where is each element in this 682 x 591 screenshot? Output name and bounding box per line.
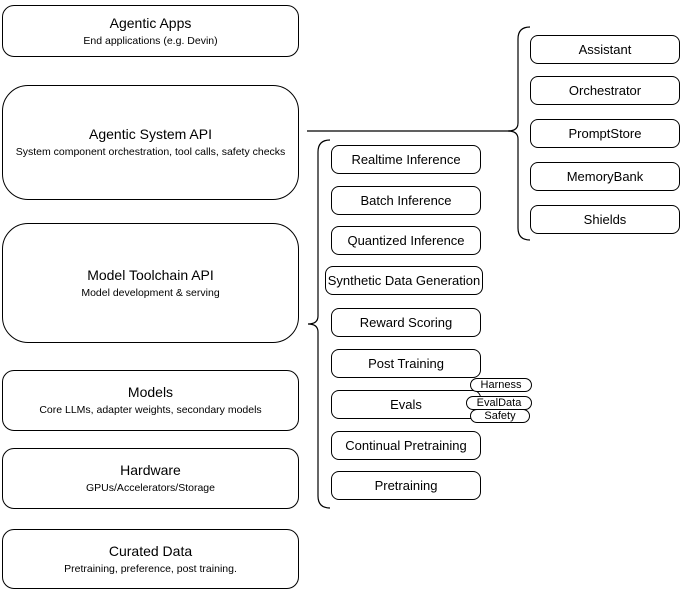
toolchain-item-quantized-inference: Quantized Inference xyxy=(331,226,481,255)
toolchain-item-reward-scoring: Reward Scoring xyxy=(331,308,481,337)
toolchain-brace xyxy=(307,139,331,509)
box-curated-data-title: Curated Data xyxy=(108,542,193,559)
toolchain-item-label: Post Training xyxy=(368,356,444,371)
system-item-promptstore: PromptStore xyxy=(530,119,680,148)
evals-tag-label: EvalData xyxy=(476,397,522,409)
evals-tag-harness: Harness xyxy=(470,378,532,392)
box-hardware-subtitle: GPUs/Accelerators/Storage xyxy=(86,482,215,494)
toolchain-item-label: Reward Scoring xyxy=(359,315,453,330)
evals-tag-label: Harness xyxy=(480,379,522,391)
box-agentic-system-api-subtitle: System component orchestration, tool cal… xyxy=(15,146,286,158)
toolchain-item-label: Realtime Inference xyxy=(351,152,461,167)
box-agentic-apps-title: Agentic Apps xyxy=(109,14,192,31)
toolchain-item-label: Evals xyxy=(390,397,422,412)
box-models: Models Core LLMs, adapter weights, secon… xyxy=(2,370,299,431)
evals-tag-evaldata: EvalData xyxy=(466,396,532,410)
box-agentic-apps: Agentic Apps End applications (e.g. Devi… xyxy=(2,5,299,57)
toolchain-item-label: Batch Inference xyxy=(360,193,452,208)
box-model-toolchain-api-title: Model Toolchain API xyxy=(87,266,214,283)
box-agentic-apps-subtitle: End applications (e.g. Devin) xyxy=(83,34,218,47)
evals-tag-safety: Safety xyxy=(470,409,530,423)
box-curated-data-subtitle: Pretraining, preference, post training. xyxy=(64,562,237,575)
system-brace xyxy=(507,26,531,241)
toolchain-item-label: Continual Pretraining xyxy=(345,438,467,453)
system-item-label: Orchestrator xyxy=(568,83,642,98)
box-agentic-system-api-title: Agentic System API xyxy=(89,126,212,142)
box-models-subtitle: Core LLMs, adapter weights, secondary mo… xyxy=(39,404,262,416)
toolchain-item-evals: Evals xyxy=(331,390,481,419)
toolchain-item-post-training: Post Training xyxy=(331,349,481,378)
toolchain-item-label: Synthetic Data Generation xyxy=(327,273,481,288)
system-item-orchestrator: Orchestrator xyxy=(530,76,680,105)
box-agentic-system-api: Agentic System API System component orch… xyxy=(2,85,299,200)
box-model-toolchain-api: Model Toolchain API Model development & … xyxy=(2,223,299,343)
box-models-title: Models xyxy=(127,384,174,400)
toolchain-item-pretraining: Pretraining xyxy=(331,471,481,500)
box-model-toolchain-api-subtitle: Model development & serving xyxy=(81,286,220,299)
system-item-memorybank: MemoryBank xyxy=(530,162,680,191)
toolchain-item-continual-pretraining: Continual Pretraining xyxy=(331,431,481,460)
toolchain-item-label: Quantized Inference xyxy=(347,233,465,248)
system-item-label: MemoryBank xyxy=(566,169,644,184)
toolchain-item-realtime-inference: Realtime Inference xyxy=(331,145,481,174)
system-item-label: Shields xyxy=(583,212,627,227)
system-item-label: PromptStore xyxy=(568,126,642,141)
box-hardware-title: Hardware xyxy=(120,462,181,478)
system-item-shields: Shields xyxy=(530,205,680,234)
toolchain-item-batch-inference: Batch Inference xyxy=(331,186,481,215)
system-item-assistant: Assistant xyxy=(530,35,680,64)
toolchain-item-synthetic-data-generation: Synthetic Data Generation xyxy=(325,266,483,295)
box-curated-data: Curated Data Pretraining, preference, po… xyxy=(2,529,299,589)
system-item-label: Assistant xyxy=(578,42,632,57)
evals-tag-label: Safety xyxy=(484,410,516,422)
box-hardware: Hardware GPUs/Accelerators/Storage xyxy=(2,448,299,509)
toolchain-item-label: Pretraining xyxy=(374,478,438,493)
